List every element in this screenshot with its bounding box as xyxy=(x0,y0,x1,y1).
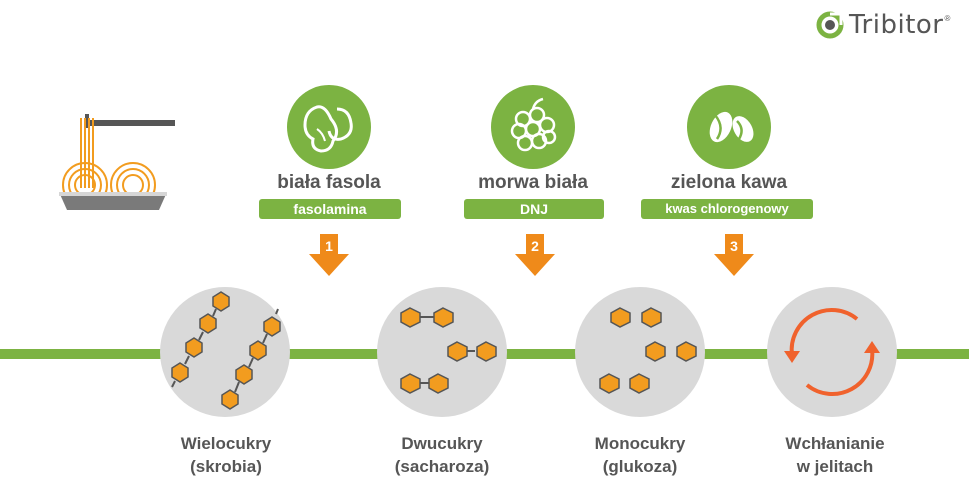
step-arrow-3: 3 xyxy=(714,234,754,276)
ingredient-white-mulberry: morwa biała DNJ xyxy=(433,80,633,280)
stage-circle-absorption xyxy=(767,287,897,417)
stage-label-disaccharides: Dwucukry (sacharoza) xyxy=(357,432,527,478)
tribitor-logo: Tribitor ® xyxy=(815,8,965,42)
ingredient-white-bean: biała fasola fasolamina xyxy=(229,80,429,280)
stage-label-polysaccharides: Wielocukry (skrobia) xyxy=(141,432,311,478)
ingredient-name: zielona kawa xyxy=(670,172,788,193)
tribitor-leaf-icon xyxy=(816,11,844,39)
compound-pill: kwas chlorogenowy xyxy=(641,199,813,219)
stage-circle-monosaccharides xyxy=(575,287,705,417)
stage-label-line2: (sacharoza) xyxy=(394,457,490,476)
stage-label-line2: w jelitach xyxy=(796,457,874,476)
stage-label-line2: (glukoza) xyxy=(602,457,678,476)
bean-icon xyxy=(303,105,353,153)
stage-label-line1: Dwucukry xyxy=(401,434,483,453)
mulberry-icon xyxy=(510,97,557,152)
stage-label-monosaccharides: Monocukry (glukoza) xyxy=(555,432,725,478)
compound-pill: fasolamina xyxy=(259,199,401,219)
logo-text: Tribitor xyxy=(849,10,944,40)
coffee-bean-icon xyxy=(709,111,754,143)
stage-label-line1: Wchłanianie xyxy=(785,434,885,453)
step-number: 2 xyxy=(531,238,539,254)
step-arrow-2: 2 xyxy=(515,234,555,276)
ingredient-name: morwa biała xyxy=(478,172,588,193)
stage-label-line2: (skrobia) xyxy=(190,457,262,476)
ingredient-name: biała fasola xyxy=(277,172,381,193)
bean-icon-circle xyxy=(287,85,371,169)
stage-label-line1: Monocukry xyxy=(594,434,686,453)
disaccharide-icon xyxy=(400,307,497,394)
step-number: 3 xyxy=(730,238,738,254)
stage-label-line1: Wielocukry xyxy=(180,434,272,453)
monosaccharide-icon xyxy=(599,307,697,394)
coffee-icon-circle xyxy=(687,85,771,169)
stage-circle-disaccharides xyxy=(377,287,507,417)
step-number: 1 xyxy=(325,238,333,254)
pasta-plate-icon xyxy=(59,114,175,210)
mulberry-icon-circle xyxy=(491,85,575,169)
stage-circle-polysaccharides xyxy=(160,287,290,417)
polysaccharide-chain-icon xyxy=(171,291,281,410)
stage-label-absorption: Wchłanianie w jelitach xyxy=(750,432,920,478)
compound-pill: DNJ xyxy=(464,199,604,219)
step-arrow-1: 1 xyxy=(309,234,349,276)
ingredient-green-coffee: zielona kawa kwas chlorogenowy xyxy=(629,80,829,280)
absorption-cycle-icon xyxy=(784,308,880,396)
logo-registered-mark: ® xyxy=(944,13,951,23)
